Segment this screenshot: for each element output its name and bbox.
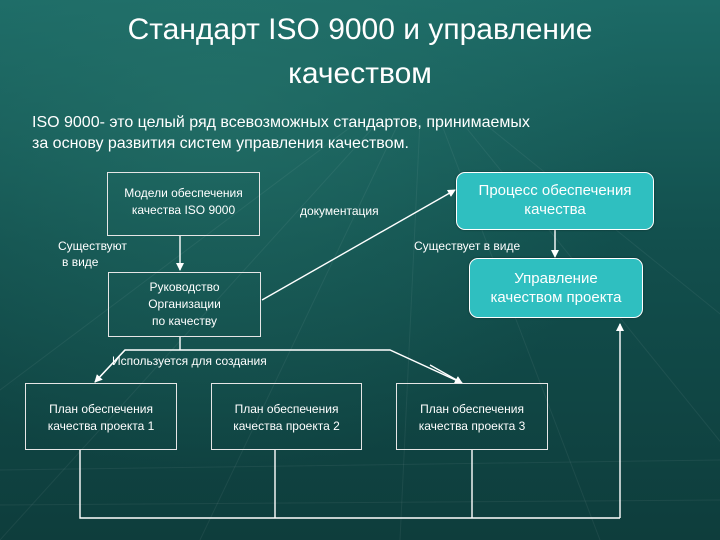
management-box: Управление качеством проекта <box>469 258 643 318</box>
plan-box-2: План обеспечения качества проекта 2 <box>211 383 362 450</box>
process-box-line-1: Процесс обеспечения <box>478 182 632 199</box>
label-exists-as: Существует в виде <box>414 239 521 253</box>
plan-box-3: План обеспечения качества проекта 3 <box>396 383 548 450</box>
label-documentation: документация <box>300 204 379 218</box>
process-box-line-2: качества <box>524 201 586 218</box>
intro-text-line-1: ISO 9000- это целый ряд всевозможных ста… <box>32 114 530 131</box>
models-box: Модели обеспечения качества ISO 9000 <box>107 172 260 236</box>
plan-2-line-1: План обеспечения <box>234 402 339 416</box>
manual-box-line-1: Руководство <box>149 280 220 294</box>
plan-1-line-2: качества проекта 1 <box>47 419 155 433</box>
management-box-line-2: качеством проекта <box>490 289 622 306</box>
plan-2-line-2: качества проекта 2 <box>233 419 340 433</box>
arrow-to-plan-3 <box>429 364 463 384</box>
plan-3-line-1: План обеспечения <box>420 402 524 416</box>
manual-box: Руководство Организации по качеству <box>108 272 261 337</box>
plan-box-1: План обеспечения качества проекта 1 <box>25 383 177 450</box>
arrow-to-plan-1 <box>94 349 126 383</box>
slide-title-line-2: качеством <box>288 57 432 90</box>
line-plan-1-feedback <box>79 450 620 519</box>
slide-title: Стандарт ISO 9000 и управление качеством <box>40 8 680 96</box>
plan-1-line-1: План обеспечения <box>49 402 153 416</box>
management-box-line-1: Управление <box>514 270 598 287</box>
intro-text-line-2: за основу развития систем управления кач… <box>32 135 409 152</box>
models-box-line-2: качества ISO 9000 <box>131 203 236 217</box>
process-box: Процесс обеспечения качества <box>456 172 654 230</box>
plan-3-line-2: качества проекта 3 <box>418 419 526 433</box>
slide-title-line-1: Стандарт ISO 9000 и управление <box>127 13 593 46</box>
label-exist: Существуют в виде <box>58 238 127 270</box>
label-used-for: Используется для создания <box>112 354 267 368</box>
models-box-line-1: Модели обеспечения <box>124 186 243 200</box>
label-exist-line-2: в виде <box>62 255 99 269</box>
arrow-manual-to-process <box>261 189 456 301</box>
manual-box-line-3: по качеству <box>152 314 217 328</box>
intro-text: ISO 9000- это целый ряд всевозможных ста… <box>32 112 692 154</box>
manual-box-line-2: Организации <box>148 297 221 311</box>
label-exist-line-1: Существуют <box>58 239 127 253</box>
